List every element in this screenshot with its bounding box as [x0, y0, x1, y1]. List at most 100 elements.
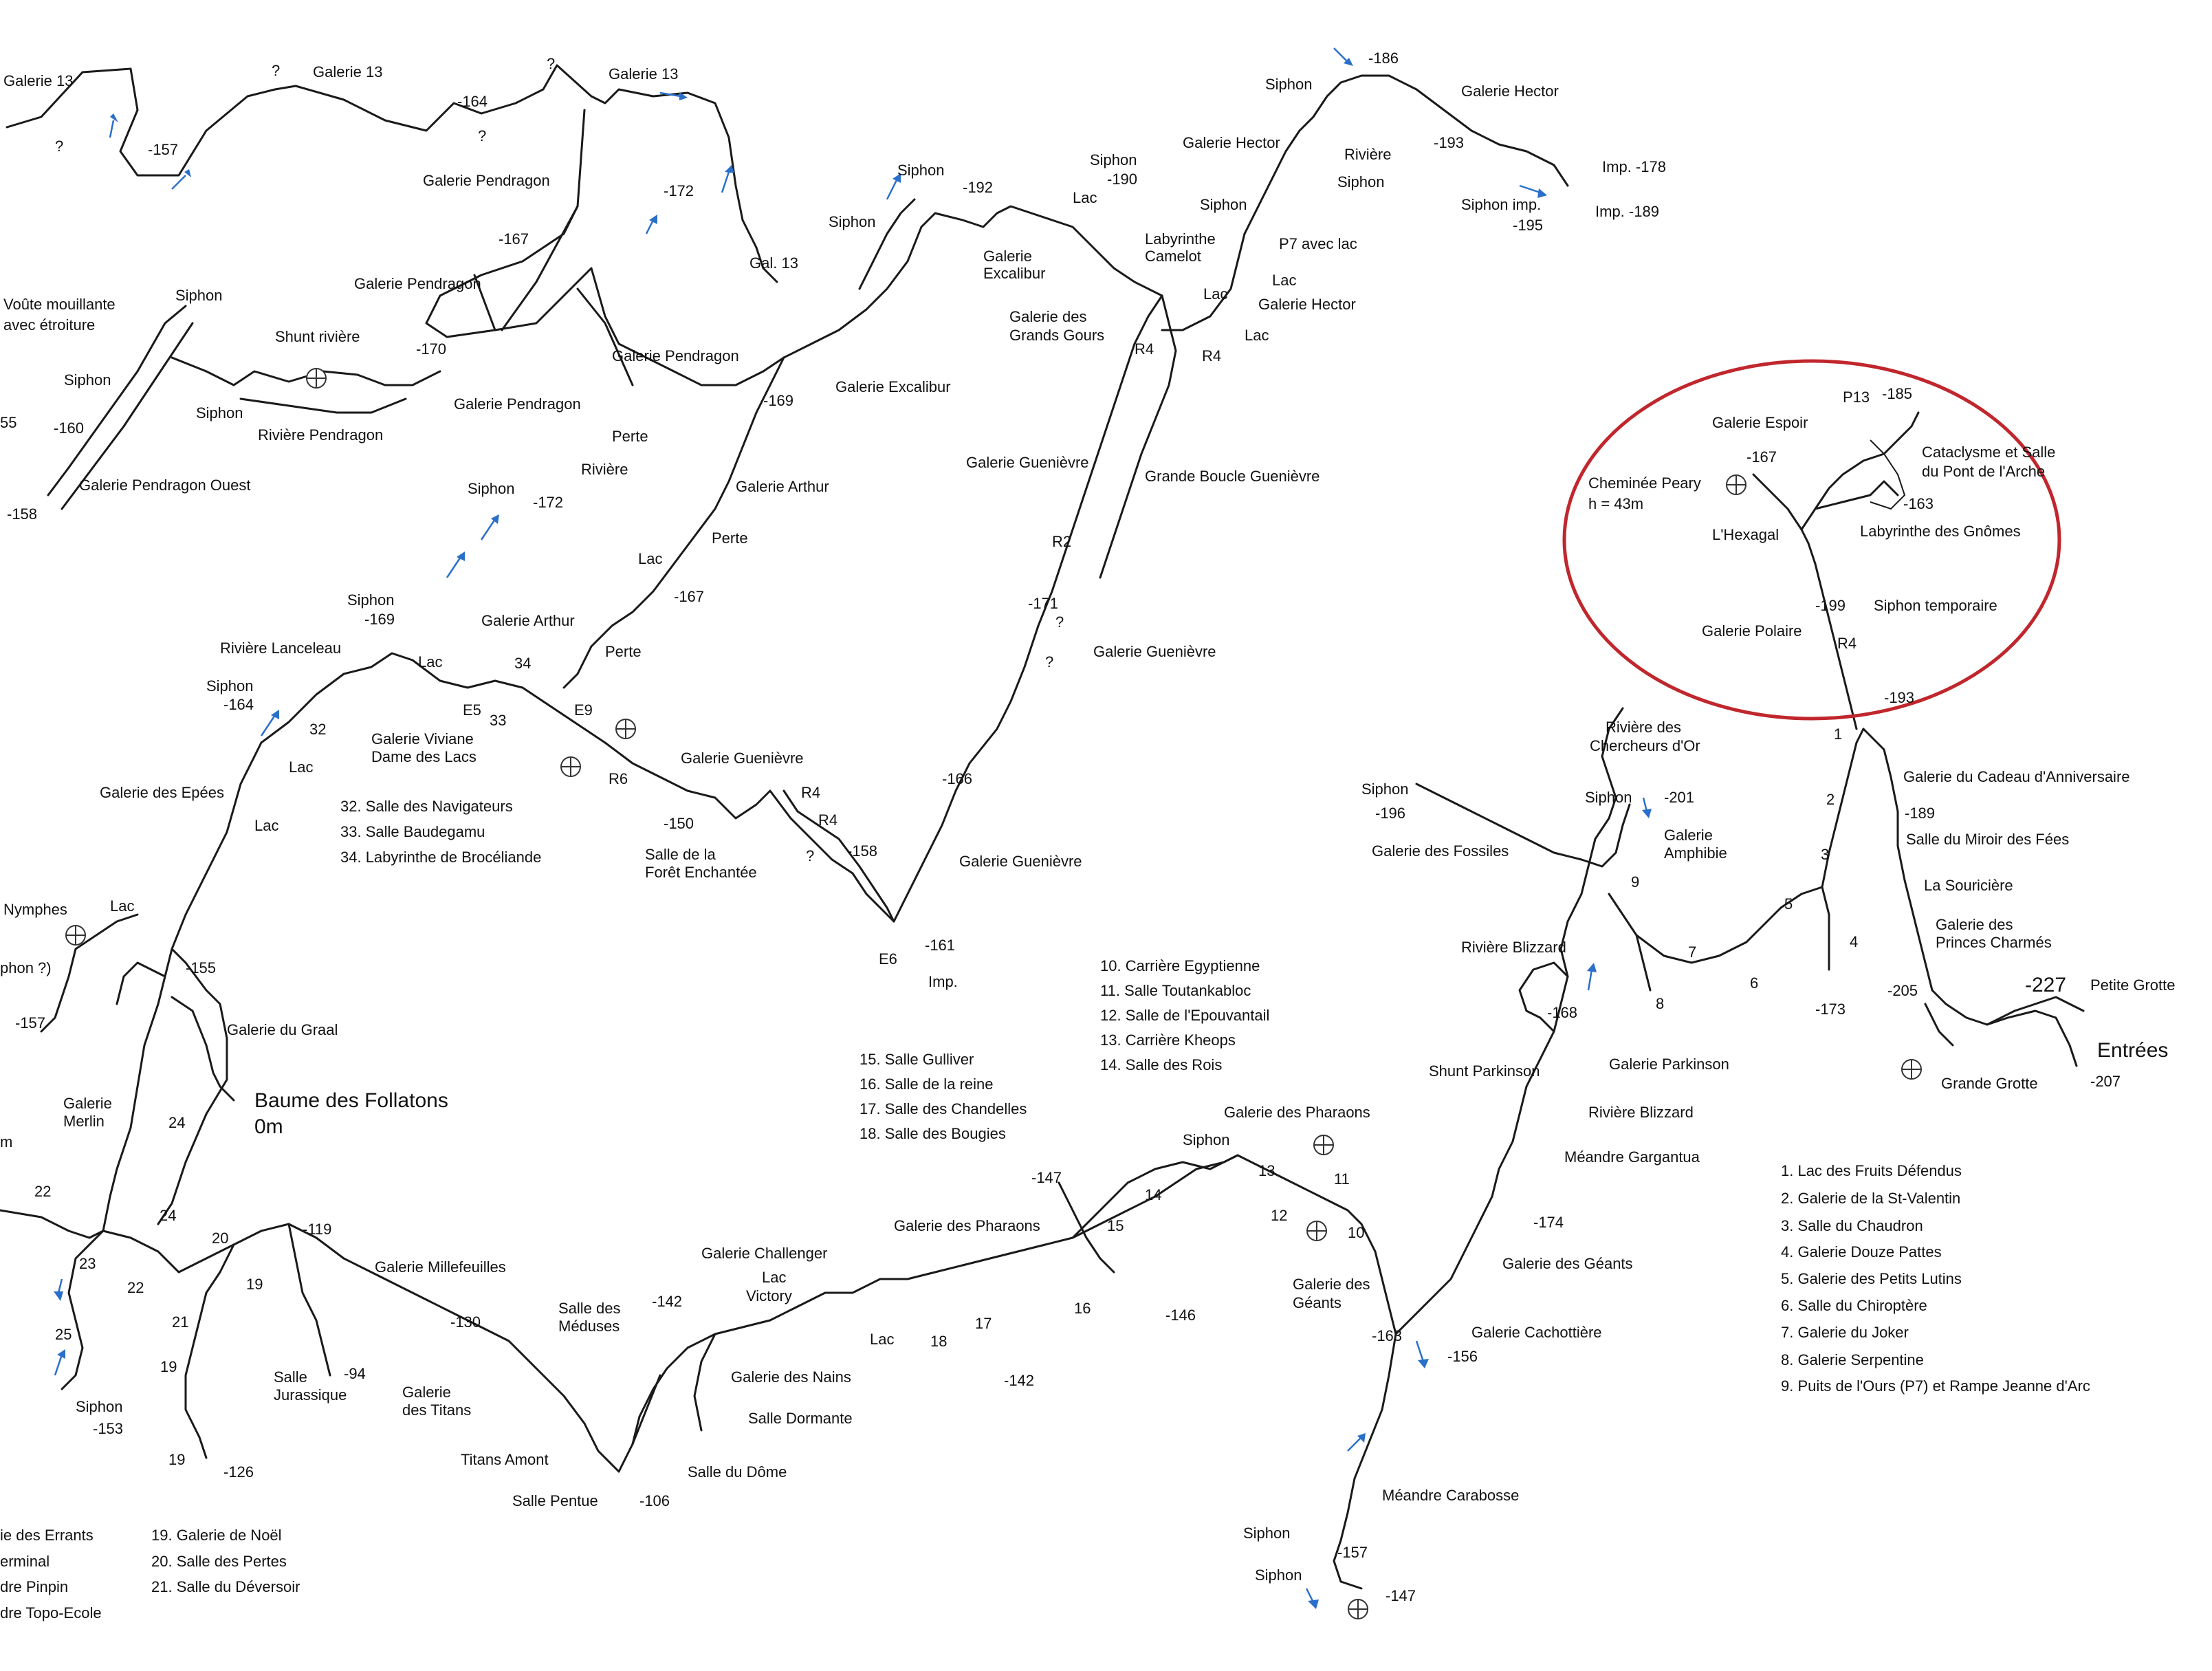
flow-arrow	[109, 113, 118, 138]
passage-galerie-excalibur-north	[858, 198, 916, 290]
map-label: ?	[806, 847, 814, 864]
map-label: Galerie Hector	[1461, 83, 1559, 100]
map-label: Imp.	[928, 973, 958, 990]
map-label: Siphon	[64, 371, 111, 389]
map-label: Siphon	[1255, 1566, 1302, 1584]
map-label: Galerie des Géants	[1502, 1255, 1633, 1272]
map-label: Salle du Dôme	[688, 1463, 787, 1481]
map-label: Perte	[605, 643, 642, 660]
map-label: 21	[172, 1313, 188, 1331]
map-label: Galerie	[983, 248, 1032, 265]
map-label: -130	[450, 1313, 481, 1331]
map-label: -156	[1447, 1348, 1478, 1365]
map-label: 24	[160, 1207, 176, 1224]
map-label: 15	[1107, 1217, 1124, 1234]
map-label: 16. Salle de la reine	[859, 1075, 993, 1093]
entrance-symbol	[1726, 474, 1746, 495]
map-label: Lac	[1245, 327, 1269, 344]
map-label: Labyrinthe des Gnômes	[1860, 523, 2021, 540]
map-label: 5	[1784, 895, 1793, 913]
map-label: 21. Salle du Déversoir	[151, 1578, 300, 1595]
map-label: Lac	[638, 550, 662, 567]
map-label: -163	[1903, 495, 1934, 512]
map-label: m	[0, 1133, 12, 1150]
map-label: Galerie 13	[3, 72, 74, 89]
map-label: ?	[1045, 653, 1053, 670]
flow-arrow	[446, 551, 465, 578]
map-label: 17	[975, 1315, 992, 1332]
map-label: -158	[7, 505, 37, 523]
map-label: 7. Galerie du Joker	[1781, 1324, 1909, 1341]
map-label: Siphon	[1243, 1525, 1291, 1542]
map-label: -94	[344, 1365, 366, 1382]
map-label: Siphon	[829, 213, 876, 230]
map-label: 1. Lac des Fruits Défendus	[1781, 1162, 1962, 1179]
flow-arrow	[1519, 184, 1547, 198]
map-label: -150	[664, 815, 694, 832]
map-label: Siphon	[1337, 173, 1385, 190]
map-label: Lac	[110, 897, 134, 915]
map-label: -192	[963, 179, 993, 196]
map-label: ?	[55, 138, 63, 155]
map-label: du Pont de l'Arche	[1922, 463, 2045, 480]
entrance-symbol	[306, 368, 327, 389]
map-label: Princes Charmés	[1936, 934, 2052, 951]
map-label: 0m	[254, 1115, 283, 1138]
map-label: des Titans	[402, 1401, 471, 1419]
map-label: Imp. -189	[1595, 203, 1659, 220]
map-label: -227	[2025, 974, 2066, 996]
map-label: -160	[54, 419, 84, 437]
map-label: -172	[664, 182, 694, 199]
map-label: Galerie Arthur	[481, 612, 575, 629]
map-label: Siphon	[76, 1398, 123, 1415]
map-label: R4	[818, 811, 837, 829]
map-label: Amphibie	[1664, 844, 1727, 862]
map-label: Rivière des	[1606, 719, 1681, 736]
entrance-symbol	[65, 925, 86, 946]
flow-arrow	[480, 514, 499, 540]
map-label: 34	[514, 655, 531, 672]
map-label: -167	[1746, 448, 1777, 466]
map-label: 55	[0, 414, 17, 431]
map-label: Chercheurs d'Or	[1590, 737, 1700, 754]
map-label: 22	[34, 1183, 51, 1200]
map-label: 32	[309, 721, 326, 738]
map-label: Galerie des Fossiles	[1372, 842, 1509, 860]
passage-shunt-parkinson	[1518, 961, 1569, 1033]
map-label: Méandre Gargantua	[1564, 1148, 1700, 1166]
passage-zone-19-21	[184, 1243, 235, 1459]
map-label: Galerie Pendragon	[354, 275, 481, 292]
flow-arrow	[54, 1349, 65, 1376]
map-label: 22	[127, 1279, 144, 1296]
map-label: -158	[847, 842, 877, 860]
passage-pont-de-l-arche	[1870, 439, 1906, 510]
map-label: Siphon	[1090, 151, 1137, 168]
map-label: Rivière Lanceleau	[220, 640, 341, 657]
cave-passages	[0, 64, 2085, 1590]
map-label: Galerie Excalibur	[835, 378, 951, 395]
map-label: -186	[1368, 50, 1399, 67]
map-label: Salle du Miroir des Fées	[1906, 831, 2069, 848]
map-label: Galerie des	[1936, 916, 2013, 933]
map-label: -196	[1375, 805, 1405, 822]
map-label: -195	[1513, 217, 1543, 234]
map-label: -106	[639, 1492, 670, 1509]
passage-galerie-des-pharaons-branch	[1058, 1181, 1115, 1274]
map-label: 4	[1850, 933, 1858, 950]
map-label: 3	[1821, 846, 1829, 863]
map-label: Siphon	[206, 677, 254, 695]
map-label: 14. Salle des Rois	[1100, 1056, 1222, 1073]
passage-galerie-des-geants	[1394, 975, 1569, 1335]
map-label: Lac	[254, 817, 278, 834]
flow-arrow	[1642, 797, 1652, 818]
map-label: Méandre Carabosse	[1382, 1487, 1519, 1504]
passage-galerie-du-graal	[171, 996, 235, 1102]
map-label: Siphon imp.	[1461, 196, 1541, 213]
map-label: Galerie Pendragon Ouest	[79, 477, 251, 494]
map-label: dre Topo-Ecole	[0, 1604, 102, 1621]
map-label: Entrées	[2097, 1039, 2168, 1062]
map-label: -205	[1887, 982, 1918, 999]
map-label: Shunt rivière	[275, 328, 360, 345]
map-label: Galerie	[1664, 827, 1713, 844]
map-label: Rivière Blizzard	[1461, 939, 1566, 956]
